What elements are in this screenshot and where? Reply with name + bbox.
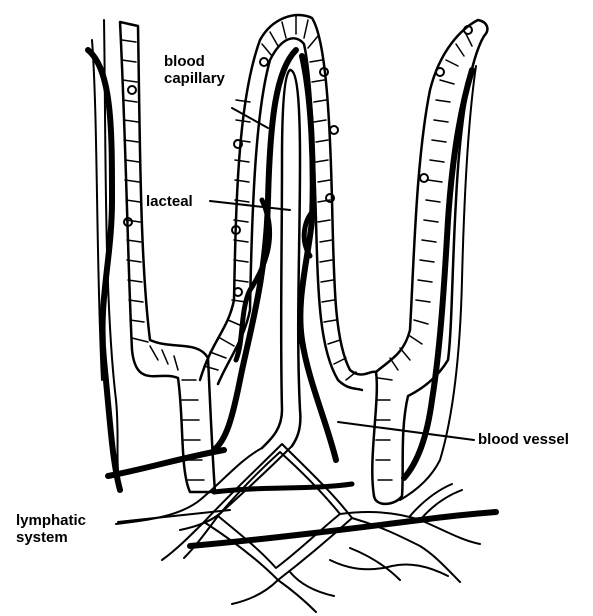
lymphatic-system-label-line1: lymphatic (16, 512, 86, 529)
blood-vessel-leader (338, 422, 474, 440)
lymph-branch-lower-left (162, 516, 218, 560)
right-epithelium-hatching (376, 34, 472, 480)
lymphatic-system-leader (118, 510, 230, 522)
left-villus (88, 20, 215, 492)
blood-capillary-label-line1: blood (164, 53, 225, 70)
blood-capillary-label: blood capillary (164, 53, 225, 87)
left-epithelium-hatching (122, 40, 204, 480)
blood-capillary-label-line2: capillary (164, 70, 225, 87)
middle-nucleus-5 (330, 126, 338, 134)
lacteal-label: lacteal (146, 193, 193, 210)
submucosa-network (108, 444, 496, 612)
lymph-branch-down (232, 572, 334, 612)
base-blood-vessel-cross (190, 512, 496, 546)
lymphatic-system-label: lymphatic system (16, 512, 86, 546)
left-nucleus-1 (128, 86, 136, 94)
left-thin-vessel (92, 40, 102, 380)
lacteal-vessel (290, 70, 300, 446)
blood-vessel-label: blood vessel (478, 431, 569, 448)
middle-nucleus-1 (260, 58, 268, 66)
base-blood-vessel-left (108, 450, 224, 476)
right-villus (374, 20, 487, 504)
right-nucleus-3 (420, 174, 428, 182)
right-nucleus-2 (436, 68, 444, 76)
lacteal-leader (210, 201, 290, 210)
lymph-diamond (218, 452, 340, 568)
blood-capillary-leader (232, 108, 268, 128)
lymphatic-system-label-line2: system (16, 529, 86, 546)
left-capillary (88, 50, 120, 490)
